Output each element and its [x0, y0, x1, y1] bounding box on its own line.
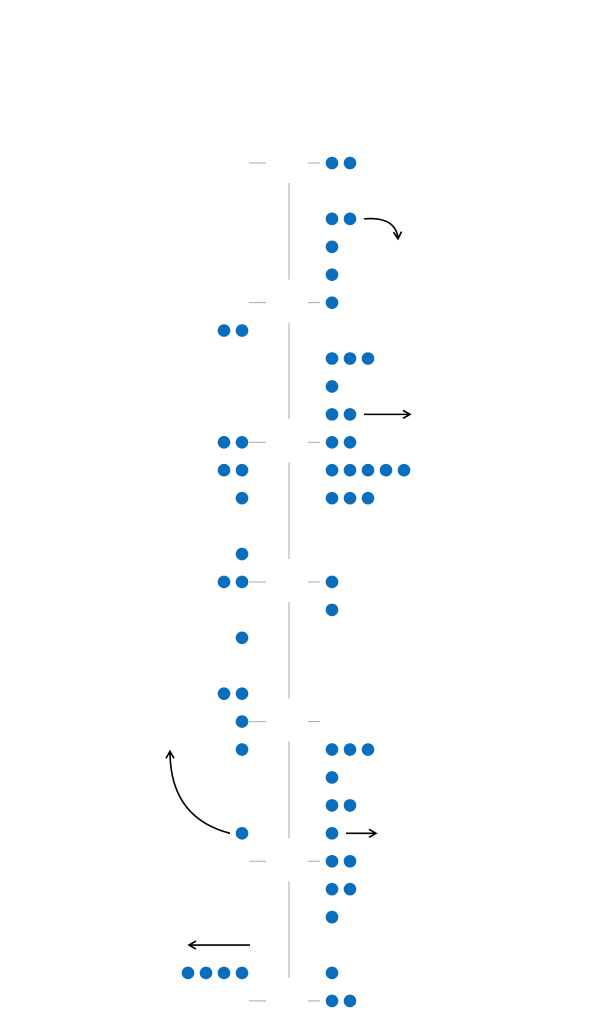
dot-right [325, 882, 339, 896]
dot-right [325, 156, 339, 170]
dot-right [343, 882, 357, 896]
dot-right [325, 603, 339, 617]
dot-right [325, 799, 339, 812]
dot-left [217, 436, 231, 449]
dot-left [217, 687, 231, 700]
dot-right [343, 408, 357, 421]
dot-left [235, 743, 249, 756]
dot-left [235, 463, 249, 477]
dot-left [217, 575, 231, 589]
dot-left [181, 966, 195, 980]
dot-right [325, 463, 339, 477]
dot-right [343, 854, 357, 868]
dot-right [343, 491, 357, 505]
dot-right [325, 910, 339, 924]
dot-right [343, 463, 357, 477]
dot-right [325, 296, 339, 309]
dot-left [235, 687, 249, 700]
dot-left [199, 966, 213, 980]
dot-right [325, 408, 339, 421]
dot-left [235, 631, 249, 645]
dot-right [343, 352, 357, 365]
arrow-curve-down [363, 217, 403, 241]
dot-left [235, 436, 249, 449]
dot-right [325, 436, 339, 449]
dot-left [235, 575, 249, 589]
dot-right [325, 827, 339, 840]
dot-right [325, 212, 339, 226]
dot-right [361, 743, 375, 756]
dot-left [235, 491, 249, 505]
dot-right [325, 854, 339, 868]
dot-right [325, 575, 339, 589]
dot-right [361, 352, 375, 365]
dot-right [343, 743, 357, 756]
dot-left [235, 715, 249, 728]
dot-right [325, 352, 339, 365]
dot-right [361, 463, 375, 477]
dot-right [361, 491, 375, 505]
dot-right [325, 240, 339, 254]
dot-right [325, 771, 339, 784]
dot-right [343, 994, 357, 1008]
dot-right [343, 156, 357, 170]
dot-right [325, 380, 339, 393]
dot-right [379, 463, 393, 477]
dot-left [235, 966, 249, 980]
dot-right [325, 743, 339, 756]
dot-left [235, 547, 249, 561]
axis-layer [249, 162, 320, 1002]
dot-right [325, 994, 339, 1008]
dot-left [235, 324, 249, 337]
dot-right [343, 799, 357, 812]
dot-left [235, 827, 249, 840]
dot-left [217, 463, 231, 477]
dot-right [343, 212, 357, 226]
arrow-layer [165, 217, 412, 950]
dot-layer [181, 156, 411, 1008]
dot-right [325, 268, 339, 282]
arrow-curve-up-left [165, 749, 231, 835]
dot-right [343, 436, 357, 449]
dot-right [325, 966, 339, 980]
dot-right [397, 463, 411, 477]
dot-left [217, 324, 231, 337]
dot-right [325, 491, 339, 505]
dot-left [217, 966, 231, 980]
